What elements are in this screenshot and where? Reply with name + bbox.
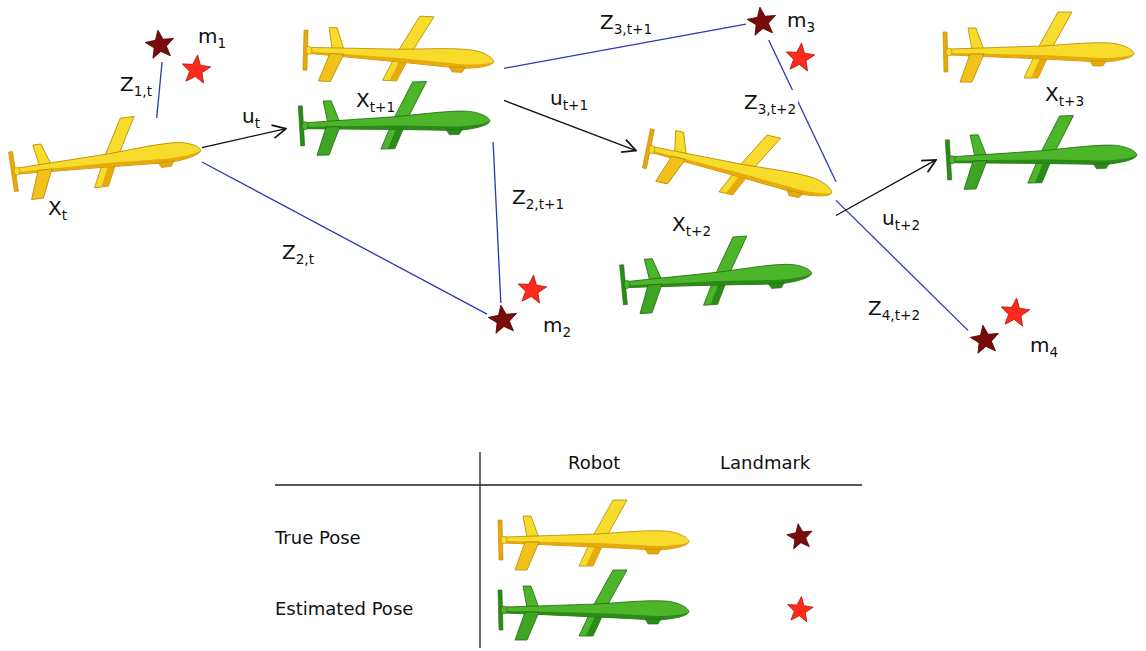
column-header: Landmark [720, 452, 810, 475]
estimated-landmark-star [1000, 297, 1031, 327]
symbol-letter: m [787, 8, 806, 32]
estimated-robot-drone [298, 79, 491, 156]
subscript: 3,t+2 [758, 101, 796, 117]
subscript: 1,t [134, 83, 152, 99]
symbol-letter: m [1030, 333, 1049, 357]
true-landmark-star [746, 5, 778, 36]
symbol-letter: u [550, 86, 563, 110]
subscript: t+2 [686, 223, 711, 239]
pose-label: Xt+1 [356, 88, 395, 113]
edge-label: ut [240, 104, 262, 129]
subscript: t [62, 207, 67, 223]
landmark: m2 [487, 303, 575, 340]
symbol-letter: u [882, 206, 895, 230]
subscript: 4,t+2 [882, 307, 920, 323]
symbol-letter: Z [744, 90, 758, 114]
legend-true-drone [498, 500, 689, 570]
pose-label: Xt+2 [672, 212, 711, 237]
robot-pose: Xt+3 [936, 10, 1142, 190]
subscript: 3 [806, 19, 815, 35]
symbol-letter: m [198, 24, 217, 48]
subscript: t+1 [563, 97, 588, 113]
true-robot-drone [943, 12, 1134, 82]
estimated-landmark-star [517, 274, 548, 304]
landmark: m1 [144, 24, 230, 62]
symbol-letter: X [48, 196, 62, 220]
legend-text: True Pose [275, 527, 361, 550]
symbol-letter: Z [868, 296, 882, 320]
measurement-line [202, 162, 487, 314]
edge-label: Z2,t [280, 240, 316, 265]
symbol-letter: X [356, 88, 370, 112]
subscript: t+1 [370, 99, 395, 115]
subscript: 3,t+1 [614, 21, 652, 37]
symbol-letter: X [1045, 82, 1059, 106]
subscript: 1 [217, 35, 226, 51]
subscript: 2,t+1 [526, 196, 564, 212]
edge-label: ut+2 [880, 206, 922, 231]
robot-pose: Xt+2 [636, 125, 836, 241]
landmark: m4 [968, 323, 1062, 360]
pose-label: m3 [787, 8, 815, 33]
symbol-letter: Z [282, 240, 296, 264]
edge-label: ut+1 [548, 86, 590, 111]
legend-estimated-drone [498, 570, 689, 640]
robot-pose: Xt [5, 118, 202, 224]
column-header: Robot [568, 452, 620, 475]
symbol-letter: m [543, 313, 562, 337]
symbol-letter: u [242, 104, 255, 128]
pose-label: m2 [543, 313, 571, 338]
control-arrow [202, 129, 286, 148]
true-robot-drone [6, 109, 204, 202]
true-landmark-star [969, 323, 1001, 354]
edge-label: Z4,t+2 [866, 296, 922, 321]
measurement-line [836, 200, 968, 330]
legend-table-rule [479, 452, 480, 648]
legend-table-rule [275, 484, 862, 485]
subscript: 4 [1049, 344, 1058, 360]
estimated-landmark-star [785, 42, 816, 72]
pose-label: Xt+3 [1045, 82, 1084, 107]
edge-label: Z3,t+1 [598, 10, 654, 35]
true-landmark-star [487, 303, 519, 334]
subscript: t [255, 115, 260, 131]
subscript: 2 [562, 324, 571, 340]
symbol-letter: Z [120, 72, 134, 96]
legend-true-star [785, 522, 814, 550]
subscript: t+2 [895, 217, 920, 233]
landmark: m3 [746, 4, 819, 40]
subscript: 2,t [296, 251, 314, 267]
true-robot-drone [301, 10, 495, 90]
legend-estimated-star [786, 595, 814, 622]
true-landmark-star [144, 28, 176, 59]
pose-label: Xt [48, 196, 67, 221]
pose-label: m4 [1030, 333, 1058, 358]
pose-label: m1 [198, 24, 226, 49]
edge-label: Z2,t+1 [510, 185, 566, 210]
symbol-letter: Z [600, 10, 614, 34]
symbol-letter: X [672, 212, 686, 236]
edge-label: Z3,t+2 [742, 90, 798, 115]
subscript: t+3 [1059, 93, 1084, 109]
measurement-line [157, 62, 162, 118]
symbol-letter: Z [512, 185, 526, 209]
edge-label: Z1,t [118, 72, 154, 97]
estimated-robot-drone [945, 113, 1138, 190]
robot-pose: Xt+1 [286, 8, 504, 142]
estimated-robot-drone [618, 232, 813, 315]
true-robot-drone [639, 109, 841, 220]
legend-text: Estimated Pose [275, 598, 413, 621]
measurement-line [493, 142, 501, 303]
estimated-landmark-star [181, 54, 212, 84]
